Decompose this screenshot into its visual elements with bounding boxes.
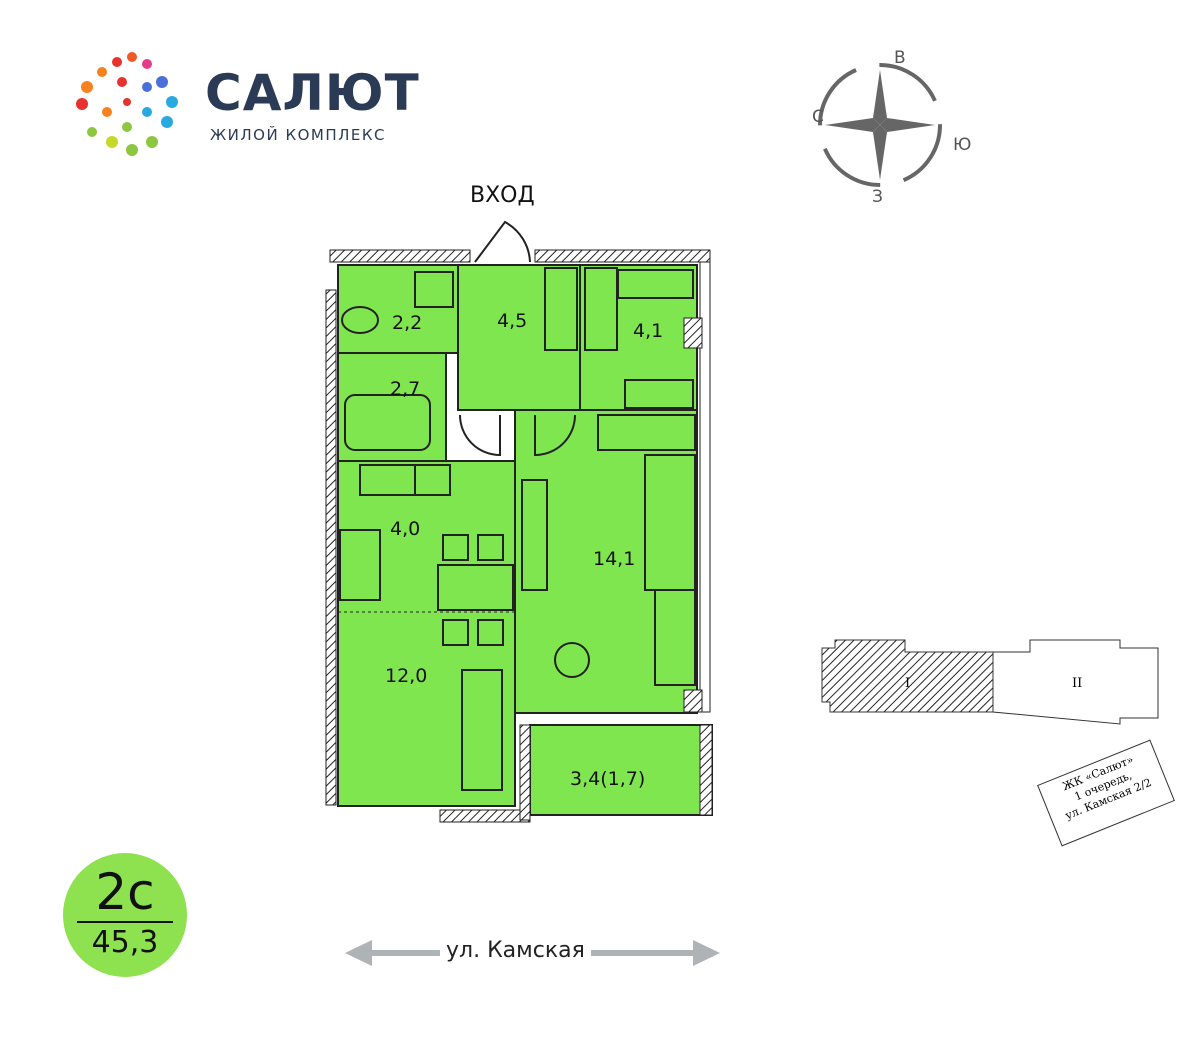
entry-label: ВХОД	[470, 183, 535, 208]
brand-subtitle: ЖИЛОЙ КОМПЛЕКС	[210, 126, 387, 144]
street-label: ул. Камская	[440, 938, 591, 963]
apartment-badge: 2с 45,3	[63, 853, 187, 977]
section-1-label: I	[905, 676, 911, 691]
apartment-type: 2с	[95, 863, 155, 921]
room-bedroom	[514, 409, 698, 714]
room-hallway	[457, 264, 581, 411]
room-toilet	[337, 264, 459, 354]
compass-south: Ю	[953, 135, 972, 155]
badge-divider	[77, 921, 173, 923]
room-area-hallway: 4,5	[497, 310, 528, 332]
room-area-living: 12,0	[385, 665, 428, 687]
room-area-bathroom: 2,7	[390, 378, 421, 400]
brand-title: САЛЮТ	[205, 64, 420, 122]
room-kitchen-living	[337, 460, 516, 807]
room-bathroom	[337, 352, 447, 462]
building-schematic	[821, 639, 1159, 725]
compass-west: З	[872, 187, 883, 207]
room-area-kitchen: 4,0	[390, 518, 421, 540]
apartment-area: 45,3	[91, 925, 159, 960]
room-area-wardrobe: 4,1	[633, 320, 664, 342]
logo-icon	[76, 52, 178, 156]
room-area-balcony: 3,4(1,7)	[570, 768, 646, 790]
room-area-toilet: 2,2	[392, 312, 423, 334]
room-area-bedroom: 14,1	[593, 548, 636, 570]
compass-icon	[818, 63, 942, 187]
compass-east: В	[894, 48, 906, 68]
compass-north: С	[812, 107, 824, 127]
section-2-label: II	[1072, 676, 1083, 691]
